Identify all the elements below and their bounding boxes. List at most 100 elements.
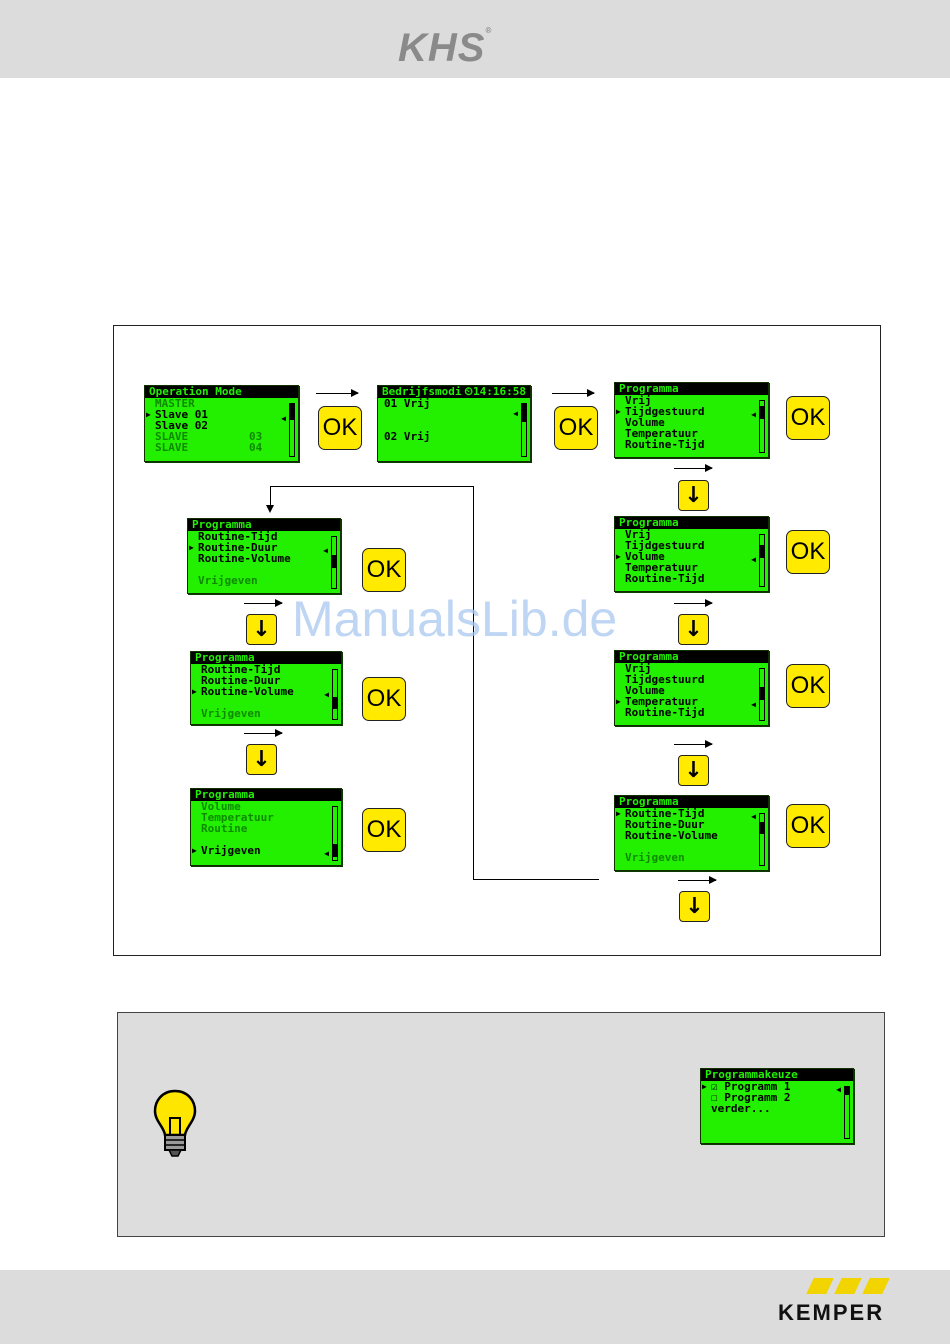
- connector-line: [270, 486, 474, 487]
- lcd-scrollbar: [844, 1086, 850, 1139]
- lcd-line: Routine: [201, 822, 248, 835]
- lcd-slave-number: 03: [249, 430, 263, 443]
- right-arrow: [678, 876, 717, 884]
- ok-button[interactable]: OK: [554, 406, 598, 450]
- lcd-bedrijfsmodi: Bedrijfsmodi⏲14:16:58 01 Vrij 02 Vrij ◀: [377, 385, 531, 462]
- lcd-line: Routine-Duur: [201, 674, 281, 687]
- lcd-title: Bedrijfsmodi⏲14:16:58: [378, 386, 530, 398]
- lcd-scrollbar: [331, 536, 337, 589]
- kemper-logo: KEMPER: [778, 1300, 885, 1325]
- lcd-title: Programmakeuze: [701, 1069, 853, 1081]
- lcd-line-selected: Routine-Volume: [191, 686, 341, 697]
- lcd-operation-mode: Operation Mode MASTER Slave 01 Slave 02 …: [144, 385, 299, 462]
- down-button[interactable]: ↓: [678, 755, 709, 786]
- lcd-title: Programma: [615, 517, 768, 529]
- lcd-pointer-icon: ◀: [324, 849, 329, 858]
- right-arrow: [674, 740, 713, 748]
- lcd-line: MASTER: [155, 397, 195, 410]
- lcd-pointer-icon: ◀: [281, 414, 286, 423]
- ok-button[interactable]: OK: [786, 804, 830, 848]
- lcd-pointer-icon: ◀: [751, 812, 756, 821]
- lcd-scrollbar: [759, 534, 765, 587]
- ok-button[interactable]: OK: [362, 548, 406, 592]
- lcd-pointer-icon: ◀: [751, 410, 756, 419]
- lcd-scrollbar: [759, 668, 765, 721]
- lcd-title: Programma: [191, 652, 341, 664]
- lcd-line-selected: Tijdgestuurd: [615, 406, 768, 417]
- lcd-programma-4: Programma Routine-Tijd Routine-Duur Rout…: [614, 795, 769, 871]
- lcd-pointer-icon: ◀: [324, 690, 329, 699]
- lcd-title: Programma: [615, 796, 768, 808]
- lcd-line: Tijdgestuurd: [625, 539, 705, 552]
- lcd-pointer-icon: ◀: [836, 1085, 841, 1094]
- lcd-programma-2: Programma Vrij Tijdgestuurd Volume Tempe…: [614, 516, 769, 592]
- right-arrow: [674, 599, 713, 607]
- lcd-programmakeuze: Programmakeuze ☑ Programm 1 ☐ Programm 2…: [700, 1068, 854, 1144]
- ok-button[interactable]: OK: [786, 664, 830, 708]
- lcd-slave-number: 04: [249, 441, 263, 454]
- checkbox-checked-icon: ☑: [711, 1080, 718, 1093]
- lcd-line: [378, 409, 530, 420]
- lcd-line: Routine-Volume: [625, 829, 718, 842]
- lcd-line: Tijdgestuurd: [625, 673, 705, 686]
- lcd-line: Routine-Tijd: [625, 572, 705, 585]
- lcd-scrollbar: [332, 806, 338, 861]
- lcd-line: Volume: [625, 684, 665, 697]
- ok-button[interactable]: OK: [786, 530, 830, 574]
- lcd-programma-1: Programma Vrij Tijdgestuurd Volume Tempe…: [614, 382, 769, 458]
- lcd-scrollbar: [289, 403, 295, 457]
- page-footer: [0, 1270, 950, 1344]
- down-button[interactable]: ↓: [678, 480, 709, 511]
- down-button[interactable]: ↓: [246, 744, 277, 775]
- lcd-line: Routine-Tijd: [625, 438, 705, 451]
- lcd-scrollbar: [759, 400, 765, 453]
- lcd-line: Volume: [201, 800, 241, 813]
- lcd-line: Vrij: [625, 394, 652, 407]
- lcd-line-selected: Volume: [615, 551, 768, 562]
- ok-button[interactable]: OK: [786, 396, 830, 440]
- lcd-pointer-icon: ◀: [751, 555, 756, 564]
- lcd-line: Routine-Volume: [198, 552, 291, 565]
- lcd-scrollbar: [759, 813, 765, 866]
- lcd-line: Vrijgeven: [625, 851, 685, 864]
- watermark: ManualsLib.de: [292, 591, 618, 647]
- page-header: [0, 0, 950, 78]
- connector-arrowhead: [266, 505, 274, 513]
- lcd-line: Vrij: [625, 528, 652, 541]
- ok-button[interactable]: OK: [362, 677, 406, 721]
- lcd-pointer-icon: ◀: [323, 546, 328, 555]
- lightbulb-icon: [153, 1089, 197, 1157]
- lcd-line-selected: Routine-Tijd: [615, 808, 768, 819]
- ok-button[interactable]: OK: [318, 406, 362, 450]
- lcd-line: ☐ Programm 2: [711, 1091, 791, 1104]
- down-button[interactable]: ↓: [246, 614, 277, 645]
- right-arrow: [674, 464, 713, 472]
- lcd-line: Vrij: [625, 662, 652, 675]
- lcd-line-selected: Routine-Duur: [188, 542, 340, 553]
- lcd-title: Programma: [188, 519, 340, 531]
- lcd-line-selected: Slave 01: [145, 409, 298, 420]
- lcd-line: Routine-Tijd: [198, 530, 278, 543]
- checkbox-unchecked-icon: ☐: [711, 1091, 718, 1104]
- menu-flow-diagram: [113, 325, 881, 956]
- right-arrow: [244, 599, 283, 607]
- lcd-pointer-icon: ◀: [513, 409, 518, 418]
- right-arrow: [316, 389, 359, 397]
- lcd-title: Operation Mode: [145, 386, 298, 398]
- connector-line: [473, 486, 474, 880]
- lcd-programma-5: Programma Routine-Tijd Routine-Duur Rout…: [187, 518, 341, 594]
- lcd-title: Programma: [615, 651, 768, 663]
- lcd-programma-3: Programma Vrij Tijdgestuurd Volume Tempe…: [614, 650, 769, 726]
- khs-logo: KHS®: [398, 26, 493, 70]
- lcd-line-selected: Temperatuur: [615, 696, 768, 707]
- ok-button[interactable]: OK: [362, 808, 406, 852]
- down-button[interactable]: ↓: [678, 614, 709, 645]
- down-button[interactable]: ↓: [679, 891, 710, 922]
- connector-line: [270, 486, 271, 510]
- lcd-line-selected: Vrijgeven: [191, 845, 341, 856]
- lcd-clock: ⏲14:16:58: [464, 386, 526, 398]
- lcd-line: verder...: [711, 1102, 771, 1115]
- lcd-line: Temperatuur: [625, 427, 698, 440]
